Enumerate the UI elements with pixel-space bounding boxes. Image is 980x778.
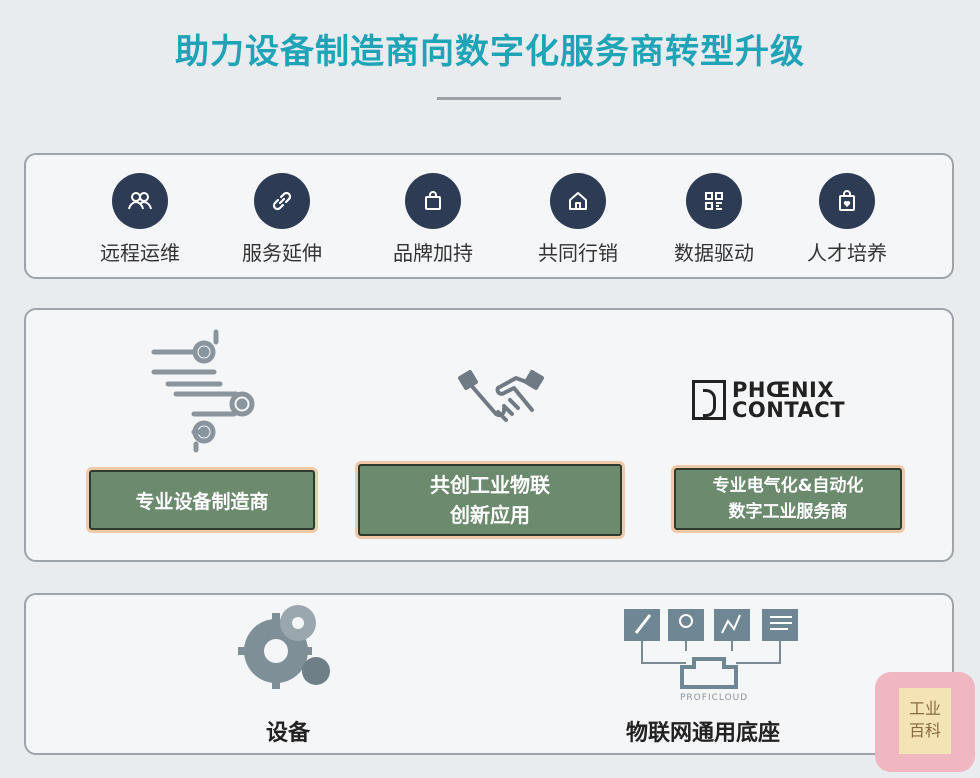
proficloud-text: PROFICLOUD [680, 693, 749, 703]
logo-text: PHŒNIX [732, 378, 835, 402]
heart-bag-icon [819, 173, 875, 229]
feature-label: 数据驱动 [674, 241, 754, 265]
handshake-icon [458, 370, 544, 422]
partnership-panel: PHŒNIX CONTACT 专业设备制造商 共创工业物联 创新应用 专业电气化… [24, 308, 954, 562]
feature-label: 服务延伸 [242, 241, 322, 265]
feature-panel: 远程运维 服务延伸 品牌加持 共同行销 [24, 153, 954, 279]
watermark-text: 工业 [908, 699, 941, 718]
house-icon [550, 173, 606, 229]
people-icon [112, 173, 168, 229]
cocreate-line-1: 共创工业物联 [430, 473, 550, 497]
service-provider-box: 专业电气化&自动化 数字工业服务商 [674, 468, 902, 530]
feature-joint-marketing: 共同行销 [508, 173, 648, 266]
feature-brand-support: 品牌加持 [363, 173, 503, 266]
manufacturer-box: 专业设备制造商 [89, 470, 315, 530]
conveyor-machine-icon [151, 329, 255, 453]
feature-data-driven: 数据驱动 [644, 173, 784, 266]
equipment-label: 设备 [266, 721, 311, 746]
qr-grid-icon [686, 173, 742, 229]
shopping-bag-icon [405, 173, 461, 229]
feature-label: 远程运维 [100, 241, 180, 265]
page-title: 助力设备制造商向数字化服务商转型升级 [175, 32, 805, 72]
iot-base-label: 物联网通用底座 [626, 721, 781, 746]
feature-service-extension: 服务延伸 [212, 173, 352, 266]
iot-platform-icon [624, 609, 798, 689]
phoenix-logo-mark [692, 380, 726, 420]
feature-label: 共同行销 [538, 241, 618, 265]
logo-text: CONTACT [732, 398, 846, 422]
provider-line-2: 数字工业服务商 [728, 502, 848, 522]
feature-label: 人才培养 [807, 241, 887, 265]
phoenix-contact-logo: PHŒNIX CONTACT [692, 378, 846, 422]
gears-icon [238, 605, 330, 689]
provider-line-1: 专业电气化&自动化 [712, 476, 864, 496]
cocreate-line-2: 创新应用 [450, 503, 530, 527]
watermark-badge: 工业 百科 [875, 672, 975, 772]
link-icon [254, 173, 310, 229]
title-divider [437, 97, 561, 100]
feature-talent-training: 人才培养 [777, 173, 917, 266]
cocreate-box: 共创工业物联 创新应用 [358, 464, 622, 536]
foundation-panel: 设备 PROFICLOUD 物联网通用底座 [24, 593, 954, 755]
manufacturer-label: 专业设备制造商 [135, 490, 269, 513]
watermark-text: 百科 [908, 721, 941, 740]
feature-remote-ops: 远程运维 [70, 173, 210, 266]
feature-label: 品牌加持 [393, 241, 473, 265]
